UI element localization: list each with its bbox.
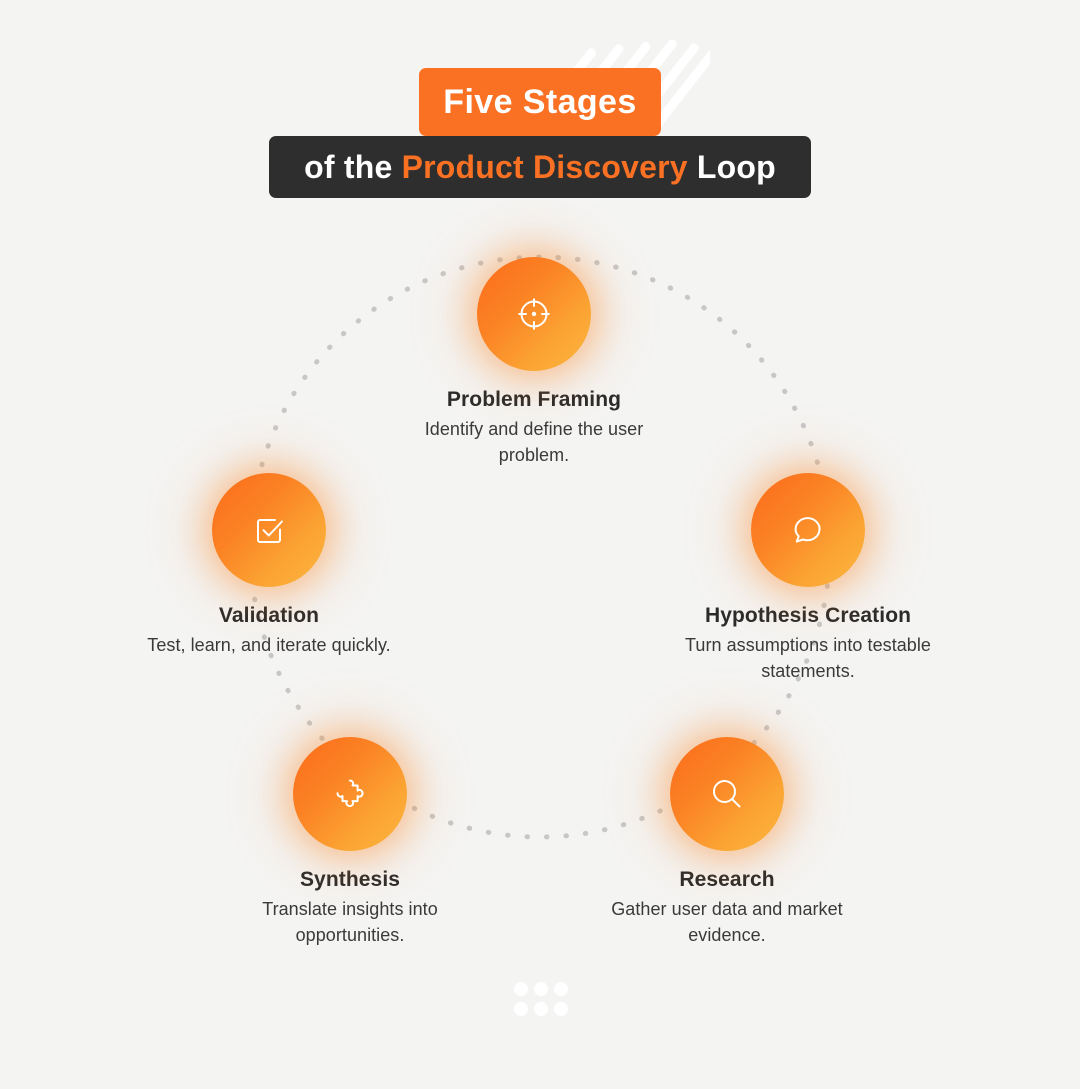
dot — [534, 982, 548, 996]
puzzle-piece-icon — [330, 774, 370, 814]
node-circle-problem-framing[interactable] — [477, 257, 591, 371]
node-description: Identify and define the user problem. — [424, 419, 644, 465]
loop-node-validation[interactable]: Validation Test, learn, and iterate quic… — [139, 473, 399, 659]
checkbox-check-icon — [250, 511, 288, 549]
loop-node-research[interactable]: Research Gather user data and market evi… — [597, 737, 857, 948]
node-title: Validation — [218, 604, 320, 627]
node-circle-hypothesis-creation[interactable] — [751, 473, 865, 587]
product-discovery-loop: Problem Framing Identify and define the … — [0, 230, 1080, 970]
node-title: Hypothesis Creation — [704, 604, 912, 627]
node-description: Test, learn, and iterate quickly. — [147, 635, 391, 656]
node-title: Problem Framing — [446, 388, 622, 411]
title-bar: of the Product Discovery Loop — [269, 136, 811, 198]
dot — [554, 982, 568, 996]
dot — [514, 1002, 528, 1016]
node-title: Synthesis — [299, 868, 401, 891]
title-prefix: of the — [304, 149, 402, 185]
dot-grid-icon — [514, 982, 568, 1022]
dot — [534, 1002, 548, 1016]
title-badge: Five Stages — [419, 68, 661, 136]
title-bar-text: of the Product Discovery Loop — [304, 151, 776, 183]
magnifying-glass-icon — [708, 775, 746, 813]
title-badge-text: Five Stages — [443, 83, 637, 121]
loop-node-synthesis[interactable]: Synthesis Translate insights into opport… — [220, 737, 480, 948]
crosshair-target-icon — [514, 294, 554, 334]
title-suffix: Loop — [687, 149, 776, 185]
node-description: Translate insights into opportunities. — [262, 899, 438, 945]
node-title: Research — [679, 868, 775, 891]
node-description: Gather user data and market evidence. — [611, 899, 843, 945]
loop-node-hypothesis-creation[interactable]: Hypothesis Creation Turn assumptions int… — [678, 473, 938, 684]
loop-node-problem-framing[interactable]: Problem Framing Identify and define the … — [404, 257, 664, 468]
speech-bubble-icon — [789, 511, 827, 549]
dot — [514, 982, 528, 996]
node-circle-synthesis[interactable] — [293, 737, 407, 851]
dot — [554, 1002, 568, 1016]
title-accent: Product Discovery — [401, 149, 688, 185]
header: Five Stages of the Product Discovery Loo… — [0, 0, 1080, 230]
node-circle-research[interactable] — [670, 737, 784, 851]
node-circle-validation[interactable] — [212, 473, 326, 587]
node-description: Turn assumptions into testable statement… — [685, 635, 931, 681]
